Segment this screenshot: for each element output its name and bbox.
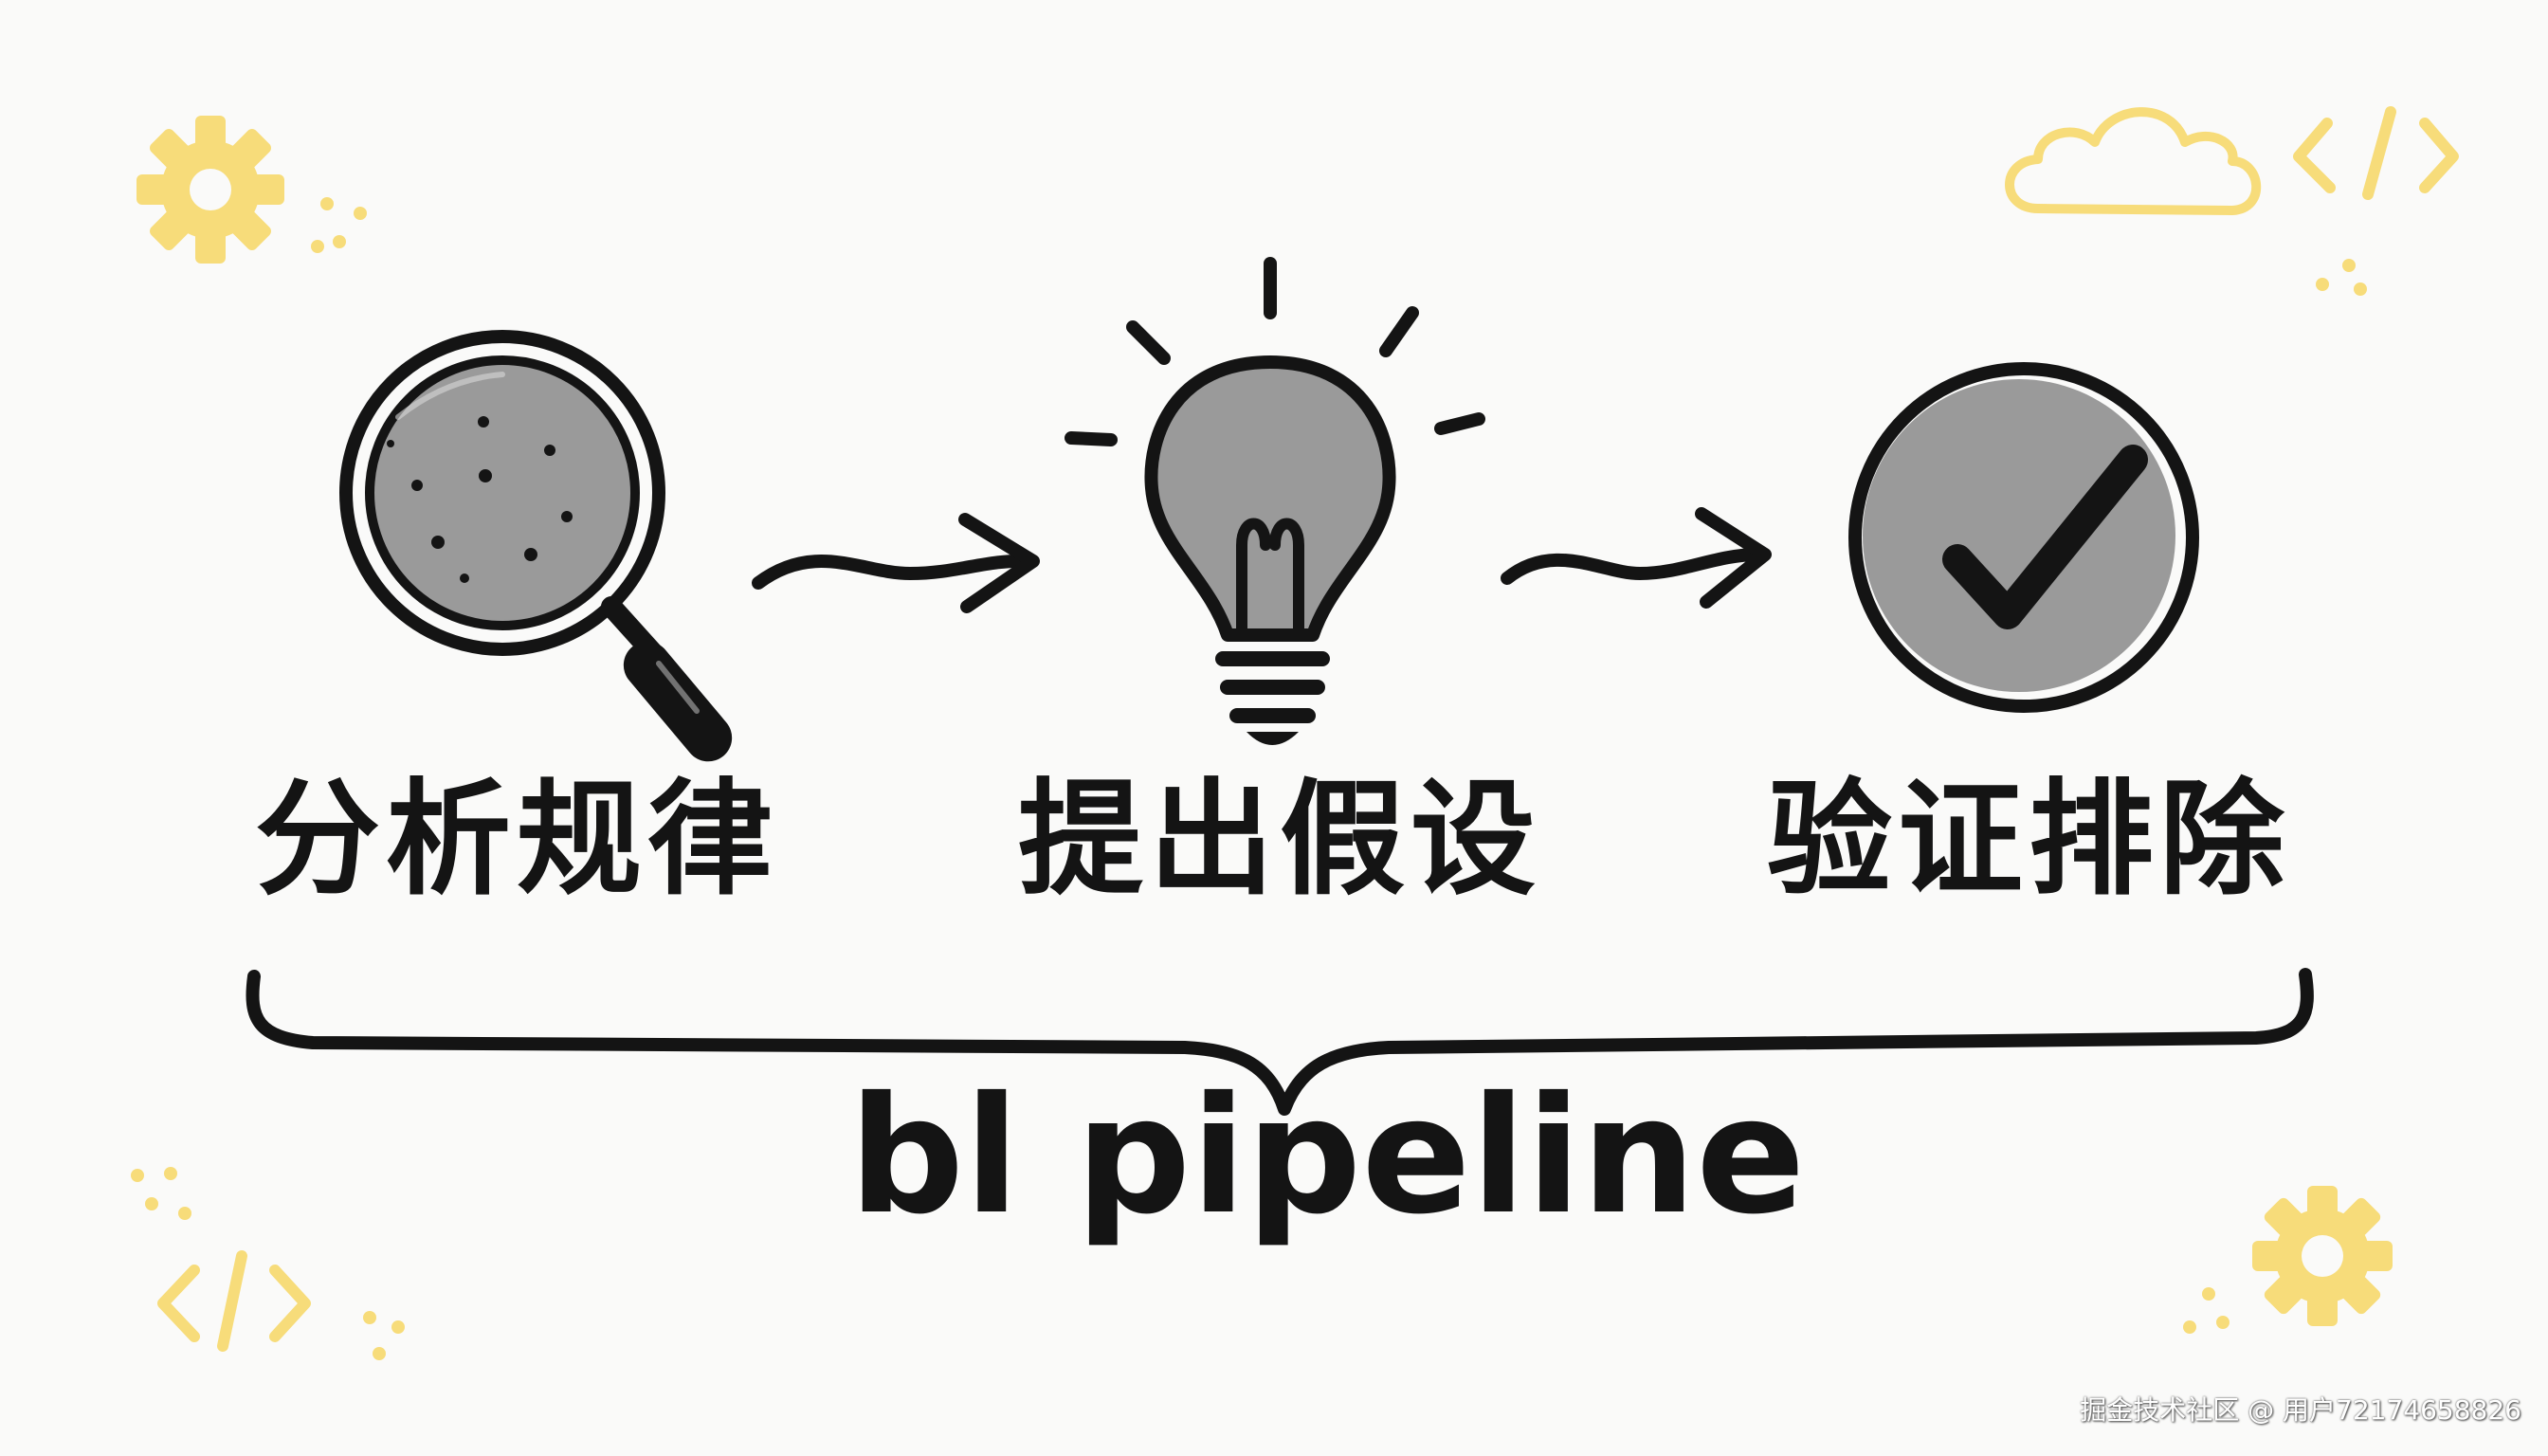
cloud-icon xyxy=(2005,107,2262,215)
dots-icon xyxy=(2316,259,2367,296)
dots-icon xyxy=(131,1167,405,1360)
curly-brace xyxy=(246,968,2314,1116)
dots-icon xyxy=(311,197,367,253)
dots-icon xyxy=(2183,1287,2230,1334)
step-label-hypothesize: 提出假设 xyxy=(1018,767,1541,913)
code-tag-icon xyxy=(157,1250,311,1352)
step-label-verify: 验证排除 xyxy=(1767,767,2290,913)
lightbulb-icon xyxy=(1065,257,1485,745)
magnifier-icon xyxy=(339,330,733,762)
arrow-icon xyxy=(752,513,1040,613)
pipeline-title: bl pipeline xyxy=(848,1063,1806,1250)
watermark-text: 掘金技术社区 @ 用户72174658826 xyxy=(2080,1394,2521,1426)
code-tag-icon xyxy=(2293,106,2459,200)
step-label-analyze: 分析规律 xyxy=(255,767,778,913)
gear-icon xyxy=(2252,1186,2393,1326)
arrow-icon xyxy=(1501,507,1772,609)
gear-icon xyxy=(136,116,284,264)
check-circle-icon xyxy=(1848,362,2199,713)
